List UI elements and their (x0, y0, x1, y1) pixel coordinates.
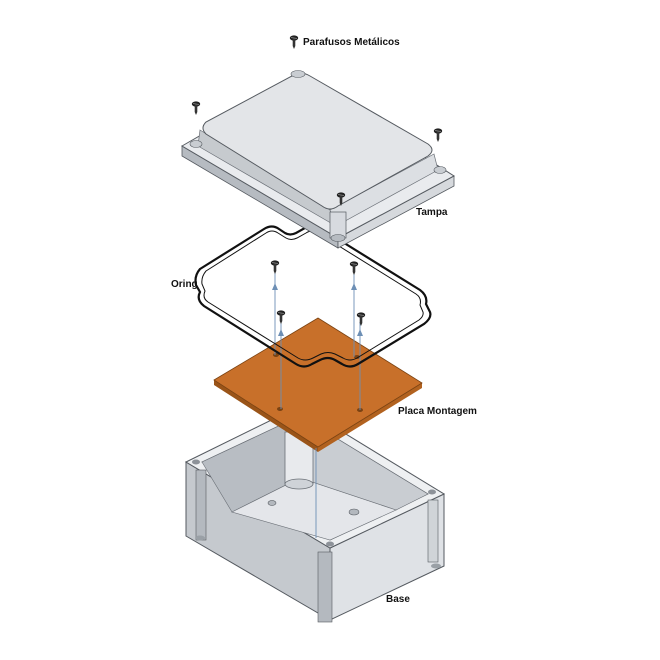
lid-corner-boss (189, 140, 203, 148)
base-enclosure (184, 405, 446, 623)
base-foot (431, 563, 441, 569)
lid-corner-boss (330, 234, 346, 242)
mounting-plate-edge (214, 380, 318, 452)
oring-gasket-inner (201, 230, 424, 361)
screw-icon (289, 35, 299, 50)
base-corner-hole (326, 541, 334, 547)
plate-screw (349, 260, 359, 276)
mounting-plate-hole (354, 355, 360, 359)
plate-screw (276, 309, 286, 325)
base-inner-floor (231, 477, 397, 541)
plate-screw (356, 311, 366, 327)
oring-gasket (194, 224, 432, 368)
base-boss (267, 500, 277, 506)
base-corner-hole (428, 489, 436, 495)
mounting-plate-hole (273, 353, 279, 357)
label-base: Base (386, 594, 410, 605)
base-pillar (195, 469, 207, 541)
mounting-plate-hole (277, 407, 283, 411)
mounting-plate-top (213, 317, 423, 448)
label-lid: Tampa (416, 207, 448, 218)
label-oring: Oring (171, 279, 198, 290)
guide-arrowheads (272, 283, 363, 336)
lid-corner-post (329, 211, 347, 239)
base-corner-hole (192, 459, 200, 465)
lid-screw (191, 101, 201, 116)
label-mounting-plate: Placa Montagem (398, 406, 477, 417)
plate-screw (270, 259, 280, 275)
mounting-plate (213, 317, 423, 452)
mounting-plate-edge (318, 383, 422, 452)
lid-corner-boss (433, 166, 447, 174)
base-foot (195, 535, 205, 541)
base-pillar (427, 499, 439, 563)
base-mounting-post-top (284, 478, 314, 490)
lid-corner-boss (290, 70, 306, 78)
lid-screw (433, 127, 443, 143)
label-metal-screws: Parafusos Metálicos (303, 37, 400, 48)
lid-enclosure (181, 70, 455, 249)
base-boss (348, 508, 360, 516)
base-pillar (317, 551, 333, 623)
